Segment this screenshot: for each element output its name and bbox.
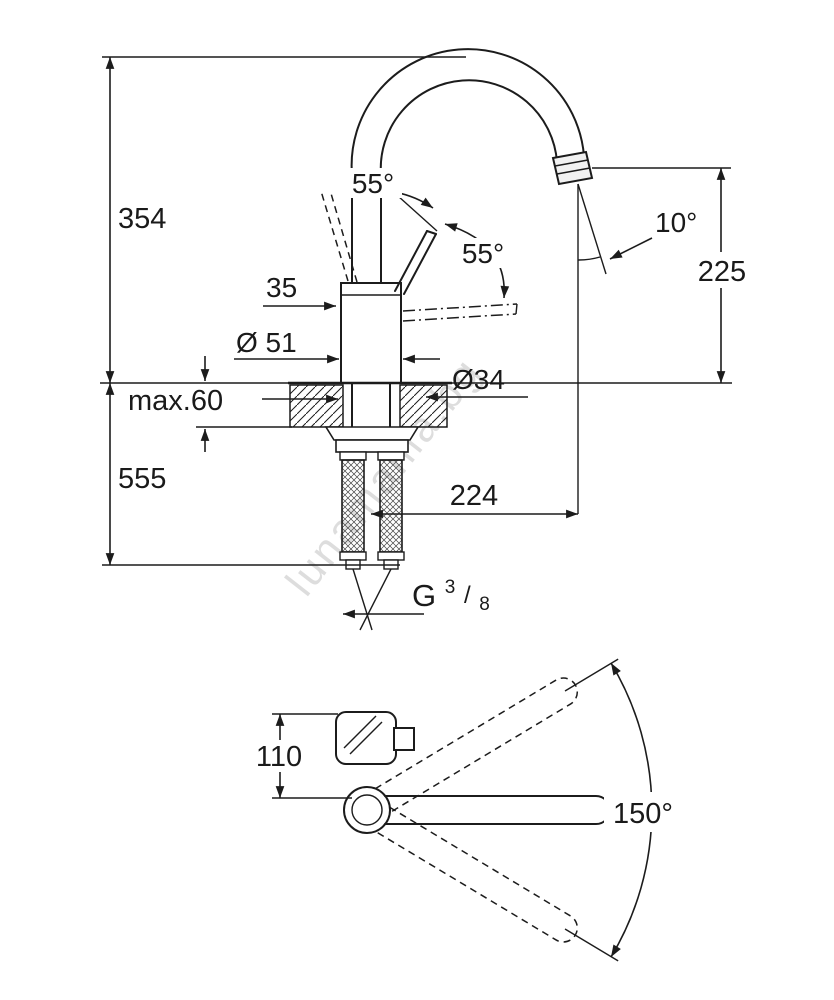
- dim-max60-label: max.60: [128, 385, 223, 417]
- dimension-dia34: Ø34: [426, 364, 528, 402]
- dim-dia51-label: Ø 51: [236, 327, 297, 358]
- spout-inner-arc: [379, 79, 558, 176]
- spout-arm-top: [384, 795, 611, 825]
- handle-lever-flat-position: [402, 303, 518, 322]
- dim-225-label: 225: [698, 256, 746, 288]
- dimension-10deg: 10°: [577, 183, 697, 275]
- dimension-thread: G 3 / 8: [343, 565, 490, 619]
- spout-swivel-up: [374, 658, 619, 814]
- dimension-555: 555: [102, 383, 400, 566]
- dimension-150deg: 150°: [604, 662, 698, 958]
- thread-size-label: G 3 / 8: [412, 565, 490, 615]
- pivot-inner: [351, 794, 383, 826]
- dimension-55deg-upper: 55°: [344, 168, 438, 232]
- handle-top-view: [335, 711, 415, 765]
- spout-swivel-down: [374, 806, 619, 962]
- thread-slash: /: [464, 582, 471, 609]
- dim-150deg-label: 150°: [613, 798, 673, 830]
- spout-outer-arc: [350, 48, 585, 176]
- dimension-110: 110: [246, 713, 352, 799]
- pivot-outer: [343, 786, 391, 834]
- dimension-225: 225: [592, 167, 760, 383]
- spout-tip: [551, 150, 594, 186]
- dimension-dia51: Ø 51: [234, 327, 440, 364]
- thread-denominator: 8: [479, 594, 490, 615]
- dim-55deg-upper-label: 55°: [352, 168, 394, 199]
- dimension-max60: max.60: [128, 356, 338, 452]
- countertop: [196, 382, 448, 428]
- hose-tail-right: [359, 568, 392, 631]
- dimension-224: 224: [371, 184, 579, 519]
- side-view-faucet: [320, 48, 594, 384]
- thread-numerator: 3: [445, 577, 456, 598]
- dim-110-label: 110: [256, 741, 302, 773]
- dimension-55deg-lower: 55°: [444, 223, 512, 299]
- dimension-354: 354: [102, 56, 466, 383]
- faucet-body: [340, 282, 402, 384]
- top-view-faucet: [335, 658, 619, 962]
- mounting-hardware: [324, 426, 420, 453]
- dim-555-label: 555: [118, 463, 166, 495]
- dimension-35: 35: [263, 272, 336, 311]
- dim-354-label: 354: [118, 203, 166, 235]
- dim-55deg-lower-label: 55°: [462, 238, 504, 269]
- hose-tail-left: [352, 568, 373, 631]
- dim-dia34-label: Ø34: [452, 364, 505, 395]
- thread-g: G: [412, 578, 436, 613]
- dim-35-label: 35: [266, 272, 297, 303]
- handle-lever: [394, 230, 437, 295]
- dim-224-label: 224: [450, 480, 498, 512]
- handle-lever-up-position: [320, 189, 358, 283]
- dim-10deg-label: 10°: [655, 207, 697, 238]
